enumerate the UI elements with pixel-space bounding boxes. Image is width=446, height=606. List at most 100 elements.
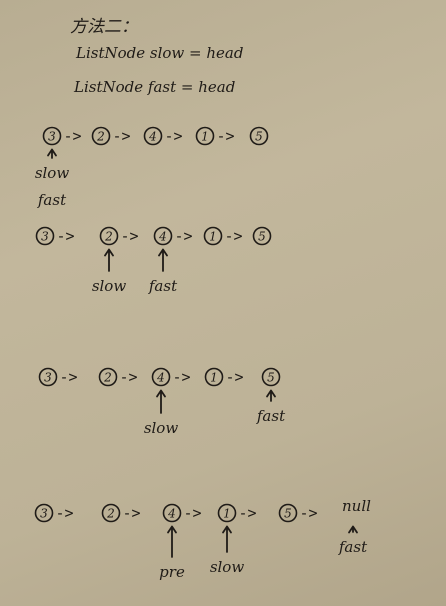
pointer-label: fast <box>37 191 67 209</box>
node-circle <box>278 503 298 523</box>
pointer-arrow <box>222 525 232 553</box>
list-node: 1 <box>203 226 223 246</box>
list-node: 1 <box>217 503 237 523</box>
node-circle <box>204 367 224 387</box>
node-circle <box>217 503 237 523</box>
node-circle <box>35 226 55 246</box>
list-node: 3 <box>35 226 55 246</box>
node-value: 1 <box>201 130 209 144</box>
node-circle <box>249 126 269 146</box>
pointer-pre: pre <box>159 525 185 581</box>
list-node: 1 <box>195 126 215 146</box>
pointer-fast: fast <box>37 191 67 209</box>
pointer-arrow <box>158 248 168 272</box>
next-arrow: -> <box>239 504 257 522</box>
node-circle <box>42 126 62 146</box>
node-value: 3 <box>44 371 52 385</box>
pointer-slow: slow <box>144 389 179 437</box>
list-node: 5 <box>278 503 298 523</box>
node-value: 3 <box>40 507 48 521</box>
next-arrow: -> <box>175 227 193 245</box>
code-line-slow: ListNode slow = head <box>75 44 243 62</box>
null-tail: null <box>342 497 371 515</box>
next-arrow: -> <box>225 227 243 245</box>
next-arrow: -> <box>226 368 244 386</box>
node-circle <box>91 126 111 146</box>
pointer-label: fast <box>256 407 286 425</box>
list-row-1: 3 -> 2 -> 4 -> 1 -> 5 slow fast <box>35 126 269 209</box>
pointer-arrow <box>156 389 166 414</box>
pointer-label: slow <box>210 558 245 576</box>
node-value: 3 <box>41 230 49 244</box>
list-node: 3 <box>38 367 58 387</box>
note-title: 方法二： <box>70 17 138 37</box>
node-value: 4 <box>158 230 167 244</box>
list-node: 1 <box>204 367 224 387</box>
node-value: 4 <box>156 371 165 385</box>
pointer-label: slow <box>92 277 127 295</box>
pointer-arrow <box>348 525 358 534</box>
node-circle <box>98 367 118 387</box>
pointer-label: slow <box>144 419 179 437</box>
node-circle <box>99 226 119 246</box>
node-value: 3 <box>48 130 56 144</box>
next-arrow: -> <box>184 504 202 522</box>
list-node: 5 <box>249 126 269 146</box>
next-arrow: -> <box>113 127 131 145</box>
code-line-fast: ListNode fast = head <box>73 78 235 96</box>
node-value: 1 <box>210 371 218 385</box>
node-value: 1 <box>223 507 231 521</box>
node-circle <box>34 503 54 523</box>
list-node: 2 <box>98 367 118 387</box>
list-node: 4 <box>153 226 173 246</box>
node-circle <box>151 367 171 387</box>
node-circle <box>143 126 163 146</box>
list-node: 2 <box>101 503 121 523</box>
list-node: 3 <box>34 503 54 523</box>
pointer-label: slow <box>35 164 70 182</box>
node-circle <box>153 226 173 246</box>
list-node: 4 <box>151 367 171 387</box>
node-value: 4 <box>148 130 157 144</box>
pointer-fast: fast <box>256 389 286 425</box>
next-arrow: -> <box>217 127 235 145</box>
node-circle <box>261 367 281 387</box>
node-value: 2 <box>96 130 105 144</box>
node-circle <box>38 367 58 387</box>
node-circle <box>195 126 215 146</box>
list-node: 4 <box>162 503 182 523</box>
node-circle <box>203 226 223 246</box>
pointer-arrow <box>266 389 276 402</box>
next-arrow: -> <box>121 227 139 245</box>
pointer-arrow <box>104 248 114 272</box>
pointer-slow: slow <box>210 525 245 576</box>
node-value: 5 <box>284 507 292 521</box>
pointer-arrow <box>47 148 57 159</box>
pointer-label: fast <box>338 538 368 556</box>
pointer-arrow <box>167 525 177 558</box>
next-arrow: -> <box>300 504 318 522</box>
pointer-fast: fast <box>148 248 178 295</box>
pointer-fast: fast <box>338 525 368 556</box>
list-node: 2 <box>91 126 111 146</box>
node-value: 5 <box>255 130 263 144</box>
pointer-slow: slow <box>35 148 70 182</box>
next-arrow: -> <box>165 127 183 145</box>
pointer-slow: slow <box>92 248 127 295</box>
pointer-label: fast <box>148 277 178 295</box>
list-node: 3 <box>42 126 62 146</box>
list-node: 5 <box>261 367 281 387</box>
node-value: 2 <box>103 371 112 385</box>
pointer-label: pre <box>159 563 185 581</box>
list-node: 5 <box>252 226 272 246</box>
list-node: 2 <box>99 226 119 246</box>
next-arrow: -> <box>60 368 78 386</box>
node-value: 2 <box>104 230 113 244</box>
next-arrow: -> <box>64 127 82 145</box>
node-value: 5 <box>258 230 266 244</box>
node-value: 2 <box>106 507 115 521</box>
